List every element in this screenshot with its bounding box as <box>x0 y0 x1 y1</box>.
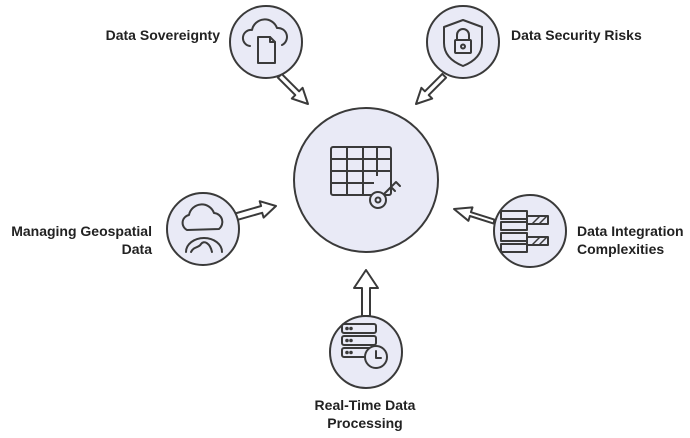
arrow-from-integration <box>453 206 496 225</box>
server-clock-icon <box>341 323 388 369</box>
label-data-sovereignty: Data Sovereignty <box>60 26 220 44</box>
label-line: Managing Geospatial <box>11 223 152 239</box>
shield-lock-icon <box>443 19 483 67</box>
label-line: Data Sovereignty <box>105 27 220 43</box>
arrow-from-realtime <box>353 269 379 317</box>
node-integration <box>493 194 567 268</box>
node-sovereignty <box>229 5 303 79</box>
node-geospatial <box>166 192 240 266</box>
label-data-security-risks: Data Security Risks <box>511 26 681 44</box>
table-key-icon <box>330 146 401 209</box>
blocks-integration-icon <box>500 210 549 253</box>
label-real-time-data-processing: Real-Time Data Processing <box>285 396 445 432</box>
cloud-document-icon <box>241 18 288 64</box>
label-line: Data <box>121 241 152 257</box>
arrow-from-geospatial <box>234 200 277 222</box>
label-line: Data Integration <box>577 223 684 239</box>
label-line: Real-Time Data <box>314 397 416 413</box>
arrow-from-security <box>415 72 448 105</box>
cloud-globe-icon <box>181 203 224 253</box>
label-line: Data Security Risks <box>511 27 642 43</box>
arrow-from-sovereignty <box>276 72 309 105</box>
central-node <box>293 107 439 253</box>
node-security <box>426 5 500 79</box>
label-line: Processing <box>327 415 403 431</box>
label-data-integration-complexities: Data Integration Complexities <box>577 222 689 258</box>
node-realtime <box>329 315 403 389</box>
label-line: Complexities <box>577 241 665 257</box>
label-managing-geospatial-data: Managing Geospatial Data <box>4 222 152 258</box>
